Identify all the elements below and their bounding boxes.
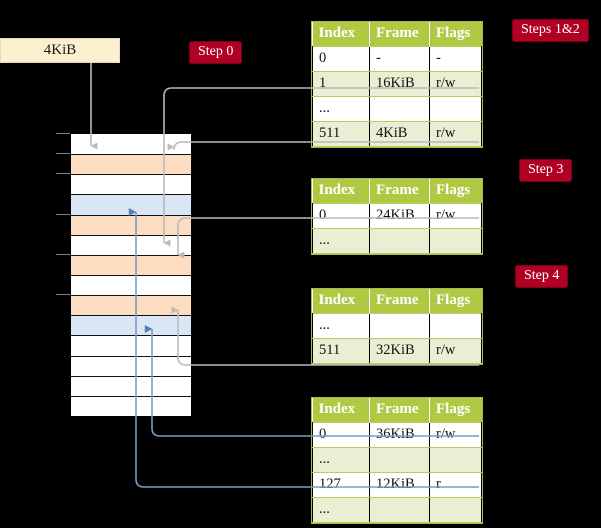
table-cell: ... (312, 96, 370, 122)
memory-frame-cell (71, 194, 191, 215)
step-label-step-4: Step 4 (515, 265, 569, 288)
table-cell: 511 (312, 338, 370, 364)
table-header-frame: Frame (369, 398, 430, 423)
table-cell: 36KiB (369, 422, 430, 448)
memory-tick (56, 253, 70, 255)
memory-tick (56, 213, 70, 215)
table-header-frame: Frame (369, 289, 430, 314)
table-cell: r/w (429, 203, 482, 229)
table-cell (369, 497, 430, 523)
table-row: ... (312, 228, 482, 254)
memory-frame-cell (71, 174, 191, 195)
table-cell: 16KiB (369, 71, 430, 97)
memory-frame-cell (71, 335, 191, 356)
table-cell: 24KiB (369, 203, 430, 229)
table-header-flags: Flags (429, 22, 482, 47)
table-cell: r (429, 472, 482, 498)
table-cell (429, 228, 482, 254)
table-header-index: Index (312, 289, 370, 314)
step-label-steps-1-2: Steps 1&2 (512, 19, 589, 42)
table-cell (369, 96, 430, 122)
source-frame-block: 4KiB (0, 38, 120, 63)
table-row: ... (312, 313, 482, 339)
table-cell: r/w (429, 121, 482, 147)
table-cell: 0 (312, 46, 370, 72)
table-header-index: Index (312, 179, 370, 204)
table-header-flags: Flags (429, 398, 482, 423)
memory-frame-cell (71, 234, 191, 255)
table-header-flags: Flags (429, 289, 482, 314)
memory-frame-cell (71, 315, 191, 336)
table-cell (369, 447, 430, 473)
table-cell (369, 313, 430, 339)
step-label-step-0: Step 0 (189, 41, 243, 64)
table-row: ... (312, 447, 482, 473)
table-cell: - (369, 46, 430, 72)
table-header-frame: Frame (369, 22, 430, 47)
memory-tick (56, 153, 70, 155)
step-label-step-3: Step 3 (519, 159, 573, 182)
memory-frame-cell (71, 134, 191, 155)
table-cell (429, 447, 482, 473)
table-cell: ... (312, 497, 370, 523)
table-header-index: Index (312, 22, 370, 47)
table-cell (369, 228, 430, 254)
table-cell: ... (312, 447, 370, 473)
table-cell: 127 (312, 472, 370, 498)
table-cell: r/w (429, 422, 482, 448)
memory-tick (56, 173, 70, 175)
table-row: ... (312, 96, 482, 122)
table-cell (429, 96, 482, 122)
table-row: 0-- (312, 46, 482, 72)
memory-frame-cell (71, 275, 191, 296)
table-cell: 32KiB (369, 338, 430, 364)
memory-frame-cell (71, 214, 191, 235)
memory-tick (56, 133, 70, 134)
memory-frame-cell (71, 395, 191, 416)
table-cell (429, 497, 482, 523)
table-cell: 1 (312, 71, 370, 97)
memory-frame-cell (71, 154, 191, 175)
memory-frame-cell (71, 254, 191, 275)
table-row: ... (312, 497, 482, 523)
table-cell (429, 313, 482, 339)
table-header-flags: Flags (429, 179, 482, 204)
table-cell: ... (312, 228, 370, 254)
table-cell: 4KiB (369, 121, 430, 147)
table-cell: r/w (429, 338, 482, 364)
table-cell: r/w (429, 71, 482, 97)
table-cell: 0 (312, 203, 370, 229)
table-cell: 0 (312, 422, 370, 448)
table-header-index: Index (312, 398, 370, 423)
memory-tick (56, 294, 70, 296)
table-cell: - (429, 46, 482, 72)
table-cell: 12KiB (369, 472, 430, 498)
table-header-frame: Frame (369, 179, 430, 204)
table-cell: ... (312, 313, 370, 339)
table-cell: 511 (312, 121, 370, 147)
memory-frame-cell (71, 375, 191, 396)
memory-frame-cell (71, 355, 191, 376)
memory-frame-cell (71, 295, 191, 316)
physical-memory-column (70, 133, 191, 416)
